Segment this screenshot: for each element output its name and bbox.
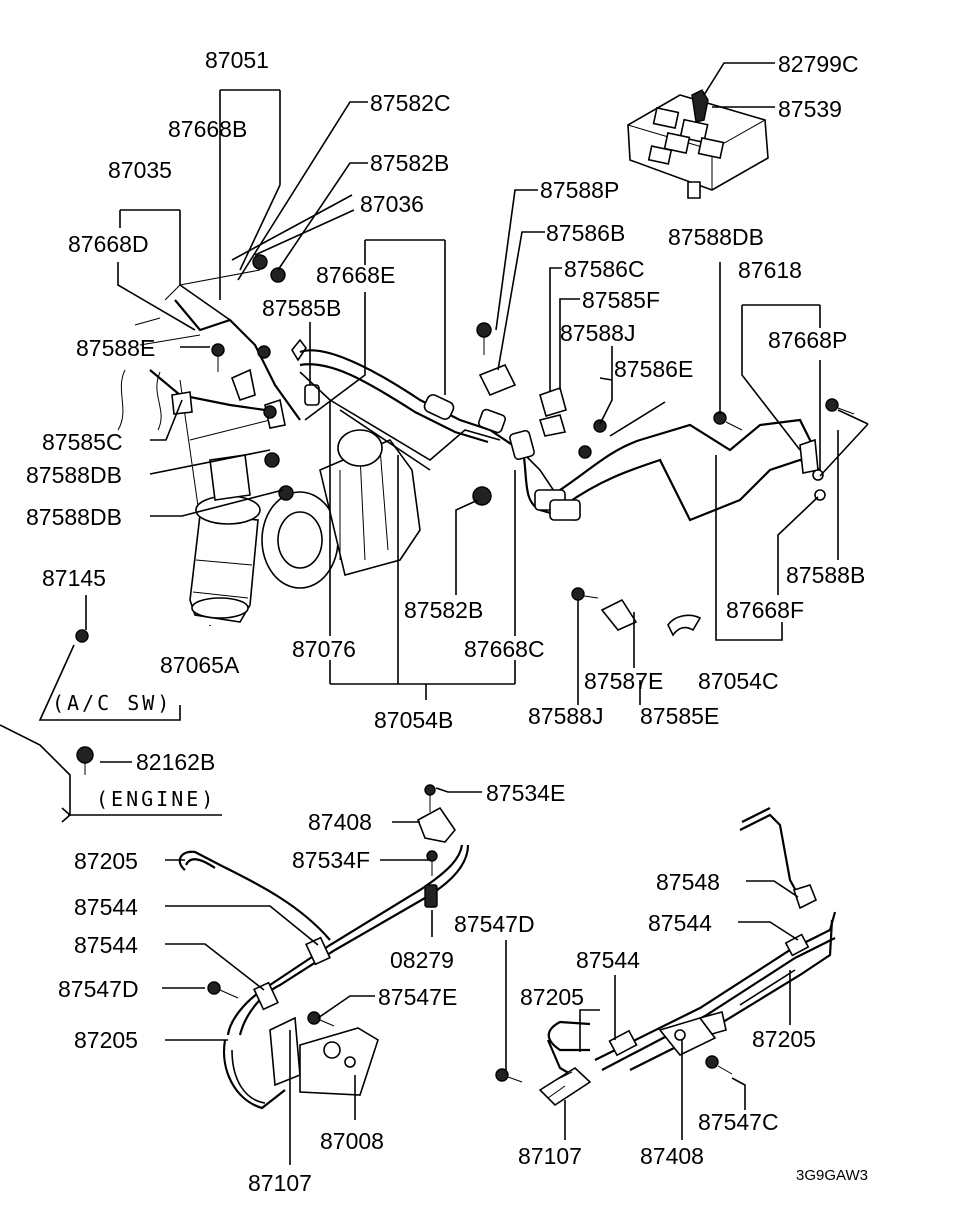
label-87588B: 87588B bbox=[786, 562, 865, 588]
label-87548: 87548 bbox=[656, 869, 720, 895]
lower-right-leaders bbox=[505, 880, 799, 1140]
label-87539: 87539 bbox=[778, 96, 842, 122]
label-87547E: 87547E bbox=[378, 984, 457, 1010]
label-87205-a: 87205 bbox=[74, 848, 138, 874]
label-87107-left: 87107 bbox=[248, 1170, 312, 1196]
lower-right-drawing bbox=[495, 807, 837, 1107]
label-87668E: 87668E bbox=[316, 262, 395, 288]
label-87585E: 87585E bbox=[640, 703, 719, 729]
upper-leaders bbox=[0, 62, 869, 823]
diagram-code: 3G9GAW3 bbox=[796, 1167, 868, 1184]
label-87588J-bot: 87588J bbox=[528, 703, 603, 729]
label-87586B: 87586B bbox=[546, 220, 625, 246]
label-87582C: 87582C bbox=[370, 90, 451, 116]
label-87534E: 87534E bbox=[486, 780, 565, 806]
label-87588J-top: 87588J bbox=[560, 320, 635, 346]
label-87544-d: 87544 bbox=[576, 947, 640, 973]
lower-left-drawing bbox=[178, 784, 470, 1110]
label-87547C: 87547C bbox=[698, 1109, 779, 1135]
label-87588DB-3: 87588DB bbox=[668, 224, 764, 250]
label-87588E: 87588E bbox=[76, 335, 155, 361]
label-87205-b: 87205 bbox=[74, 1027, 138, 1053]
label-87588DB-2: 87588DB bbox=[26, 504, 122, 530]
label-87668P: 87668P bbox=[768, 327, 847, 353]
label-87668D: 87668D bbox=[68, 231, 149, 257]
label-87547D-a: 87547D bbox=[58, 976, 139, 1002]
label-87587E: 87587E bbox=[584, 668, 663, 694]
label-87582B-mid: 87582B bbox=[404, 597, 483, 623]
part-labels: 87051 87668B 87582C 87035 87582B 87036 8… bbox=[26, 47, 865, 1196]
label-87585C: 87585C bbox=[42, 429, 123, 455]
label-87544-c: 87544 bbox=[648, 910, 712, 936]
ac-switch-note: (A/C SW) bbox=[52, 691, 172, 715]
label-87544-a: 87544 bbox=[74, 894, 138, 920]
label-87585B: 87585B bbox=[262, 295, 341, 321]
engine-note: (ENGINE) bbox=[96, 787, 216, 811]
lower-left-leaders bbox=[162, 787, 482, 1165]
label-87408-left: 87408 bbox=[308, 809, 372, 835]
label-87065A: 87065A bbox=[160, 652, 240, 678]
label-82162B: 82162B bbox=[136, 749, 215, 775]
label-87588P: 87588P bbox=[540, 177, 619, 203]
label-87547D-b: 87547D bbox=[454, 911, 535, 937]
relay-box bbox=[627, 89, 769, 199]
label-87618: 87618 bbox=[738, 257, 802, 283]
label-87544-b: 87544 bbox=[74, 932, 138, 958]
label-87036: 87036 bbox=[360, 191, 424, 217]
label-87586E: 87586E bbox=[614, 356, 693, 382]
accumulator bbox=[189, 454, 261, 623]
upper-bolts bbox=[75, 254, 855, 775]
compressor bbox=[261, 429, 421, 589]
label-87051: 87051 bbox=[205, 47, 269, 73]
label-87035: 87035 bbox=[108, 157, 172, 183]
label-87054C: 87054C bbox=[698, 668, 779, 694]
label-87408-right: 87408 bbox=[640, 1143, 704, 1169]
label-87008: 87008 bbox=[320, 1128, 384, 1154]
label-87668C: 87668C bbox=[464, 636, 545, 662]
label-87107-right: 87107 bbox=[518, 1143, 582, 1169]
label-08279: 08279 bbox=[390, 947, 454, 973]
notes: (A/C SW) (ENGINE) bbox=[52, 691, 216, 811]
label-87054B: 87054B bbox=[374, 707, 453, 733]
label-87205-c: 87205 bbox=[520, 984, 584, 1010]
label-87145: 87145 bbox=[42, 565, 106, 591]
label-87588DB-1: 87588DB bbox=[26, 462, 122, 488]
label-87586C: 87586C bbox=[564, 256, 645, 282]
label-87582B-top: 87582B bbox=[370, 150, 449, 176]
label-87534F: 87534F bbox=[292, 847, 370, 873]
label-87205-d: 87205 bbox=[752, 1026, 816, 1052]
label-87668B: 87668B bbox=[168, 116, 247, 142]
label-82799C: 82799C bbox=[778, 51, 859, 77]
label-87076: 87076 bbox=[292, 636, 356, 662]
label-87585F: 87585F bbox=[582, 287, 660, 313]
label-87668F: 87668F bbox=[726, 597, 804, 623]
